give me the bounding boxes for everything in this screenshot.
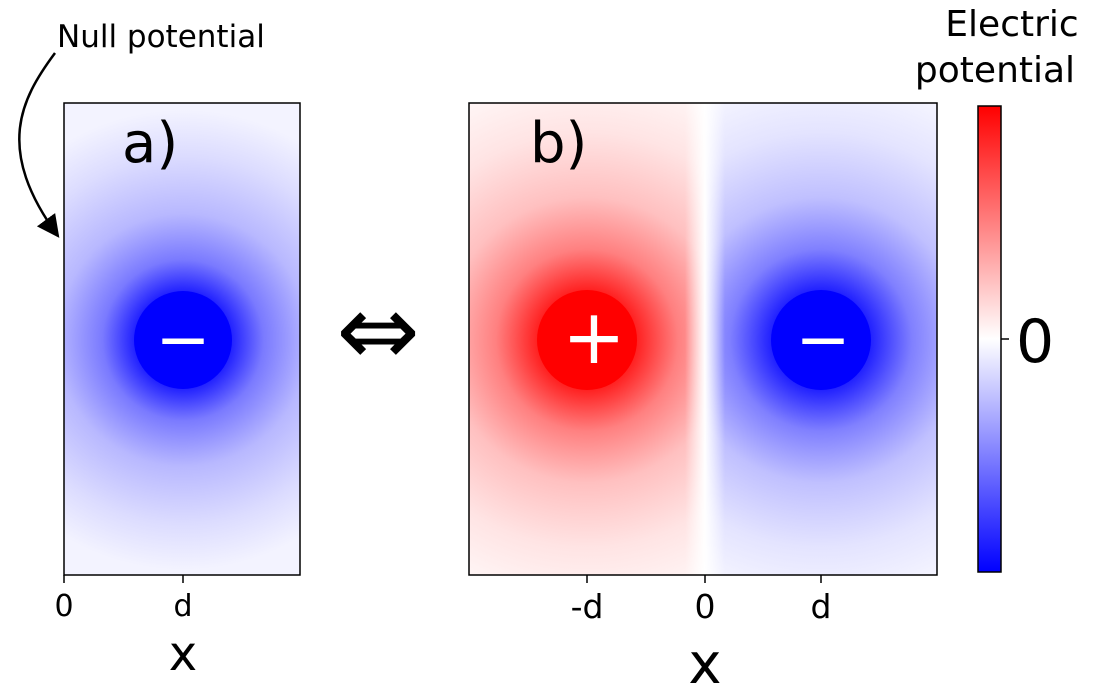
colorbar: Electric potential 0 — [915, 4, 1079, 572]
equivalence-arrow-icon: ⇔ — [336, 272, 420, 389]
colorbar-title-line2: potential — [915, 50, 1075, 91]
panel-b-x-axis-label: x — [688, 632, 721, 693]
panel-b-negative-sign: − — [795, 301, 850, 378]
panel-a-tick-label: d — [173, 589, 192, 624]
panel-b-tick-label: -d — [571, 587, 604, 626]
panel-b-tick-label: 0 — [695, 587, 716, 626]
panel-b: + − b) -d 0 d x — [469, 103, 937, 693]
annotation-arrow — [19, 53, 58, 236]
panel-a: − a) 0 d x — [54, 103, 300, 682]
panel-b-positive-sign: + — [562, 292, 626, 381]
panel-b-tick-label: d — [811, 587, 832, 626]
panel-b-null-line — [685, 103, 725, 575]
colorbar-scale — [978, 106, 1001, 572]
null-potential-annotation: Null potential — [57, 19, 265, 55]
panel-a-tick-label: 0 — [54, 589, 73, 624]
colorbar-title-line1: Electric — [945, 4, 1078, 45]
panel-b-label: b) — [530, 111, 587, 176]
panel-a-label: a) — [122, 111, 178, 176]
colorbar-tick-label: 0 — [1016, 307, 1054, 377]
panel-a-x-axis-label: x — [169, 626, 197, 682]
panel-a-charge-sign: − — [155, 301, 210, 378]
